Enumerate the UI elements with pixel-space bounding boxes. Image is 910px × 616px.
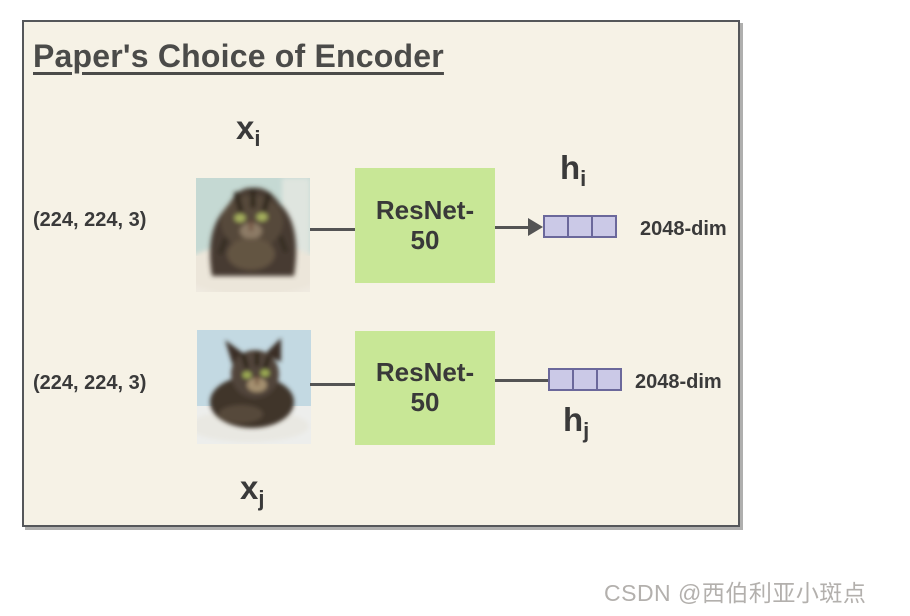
encoder-label-line1: ResNet-	[375, 357, 475, 388]
output-label-hj: hj	[563, 402, 589, 449]
vector-cell	[593, 217, 615, 236]
encoder-label-line2: 50	[410, 224, 440, 255]
input-var: x	[240, 469, 259, 506]
connector-encoder-to-vector-row2	[495, 379, 548, 382]
encoder-box-row2: ResNet- 50	[355, 331, 495, 445]
vector-cell	[569, 217, 593, 236]
diagram-title: Paper's Choice of Encoder	[33, 38, 444, 74]
vector-cell	[550, 370, 574, 389]
vector-cell	[598, 370, 620, 389]
encoder-label-line2: 50	[410, 387, 440, 417]
csdn-watermark: CSDN @西伯利亚小斑点	[604, 580, 867, 606]
output-var: h	[563, 401, 584, 438]
connector-encoder-to-vector-row1	[495, 226, 530, 229]
input-shape-label-row2: (224, 224, 3)	[33, 372, 147, 394]
encoder-diagram-panel: Paper's Choice of Encoder xi (224, 224, …	[22, 20, 740, 527]
connector-input-to-encoder-row1	[310, 228, 356, 231]
output-subscript: i	[580, 166, 587, 191]
vector-cell	[545, 217, 569, 236]
input-label-xj: xj	[240, 470, 264, 517]
cat-photo-xj	[197, 330, 311, 444]
encoder-box-row1: ResNet- 50	[355, 168, 495, 283]
dim-label-row1: 2048-dim	[640, 218, 727, 240]
dim-label-row2: 2048-dim	[635, 371, 722, 393]
representation-vector-hj	[548, 368, 622, 391]
input-label-xi: xi	[236, 110, 260, 157]
connector-input-to-encoder-row2	[310, 383, 355, 386]
output-var: h	[560, 149, 581, 186]
input-subscript: j	[258, 486, 265, 511]
arrow-head-icon	[528, 218, 543, 236]
output-label-hi: hi	[560, 150, 586, 197]
input-shape-label-row1: (224, 224, 3)	[33, 209, 147, 231]
cat-photo-xi	[196, 178, 310, 292]
representation-vector-hi	[543, 215, 617, 238]
input-var: x	[236, 109, 255, 146]
input-subscript: i	[254, 126, 261, 151]
vector-cell	[574, 370, 598, 389]
encoder-label-line1: ResNet-	[375, 194, 475, 225]
output-subscript: j	[583, 418, 590, 443]
